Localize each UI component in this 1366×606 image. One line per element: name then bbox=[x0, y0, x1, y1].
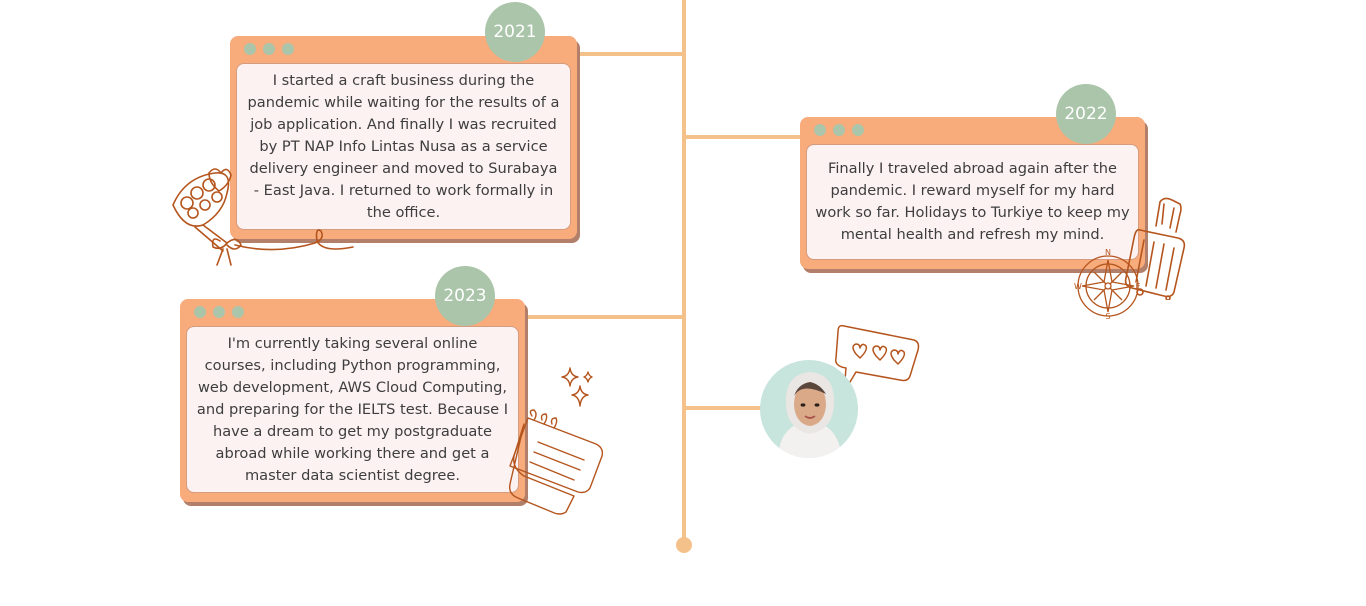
year-badge-2021: 2021 bbox=[485, 2, 545, 62]
timeline-card-2021: I started a craft business during the pa… bbox=[230, 36, 577, 239]
window-dot bbox=[213, 306, 225, 318]
window-dots bbox=[244, 43, 294, 55]
card-text: Finally I traveled abroad again after th… bbox=[806, 144, 1139, 260]
suitcase-icon bbox=[1124, 197, 1186, 300]
window-dot bbox=[232, 306, 244, 318]
window-dot bbox=[194, 306, 206, 318]
window-dot bbox=[852, 124, 864, 136]
timeline-line bbox=[682, 0, 686, 545]
connector-2021 bbox=[578, 52, 684, 56]
compass-icon: N S E W bbox=[1074, 248, 1140, 320]
card-text: I started a craft business during the pa… bbox=[236, 63, 571, 230]
avatar bbox=[760, 360, 858, 458]
avatar-portrait bbox=[778, 372, 842, 458]
year-badge-2023: 2023 bbox=[435, 266, 495, 326]
timeline-end-dot bbox=[676, 537, 692, 553]
window-dot bbox=[244, 43, 256, 55]
window-dot bbox=[263, 43, 275, 55]
window-dot bbox=[814, 124, 826, 136]
compass-east: E bbox=[1135, 282, 1140, 291]
notebook-icon bbox=[508, 409, 604, 515]
timeline-card-2023: I'm currently taking several online cour… bbox=[180, 299, 525, 502]
window-dots bbox=[814, 124, 864, 136]
connector-2023 bbox=[526, 315, 684, 319]
window-dots bbox=[194, 306, 244, 318]
sparkles-icon bbox=[561, 367, 593, 407]
year-badge-2022: 2022 bbox=[1056, 84, 1116, 144]
connector-avatar bbox=[684, 406, 764, 410]
connector-2022 bbox=[684, 135, 802, 139]
compass-north: N bbox=[1105, 248, 1111, 257]
window-dot bbox=[282, 43, 294, 55]
card-text: I'm currently taking several online cour… bbox=[186, 326, 519, 493]
flower-bouquet-icon bbox=[172, 168, 354, 266]
window-dot bbox=[833, 124, 845, 136]
compass-south: S bbox=[1105, 312, 1110, 320]
compass-west: W bbox=[1074, 282, 1082, 291]
heart-chat-bubble-icon bbox=[834, 324, 920, 393]
